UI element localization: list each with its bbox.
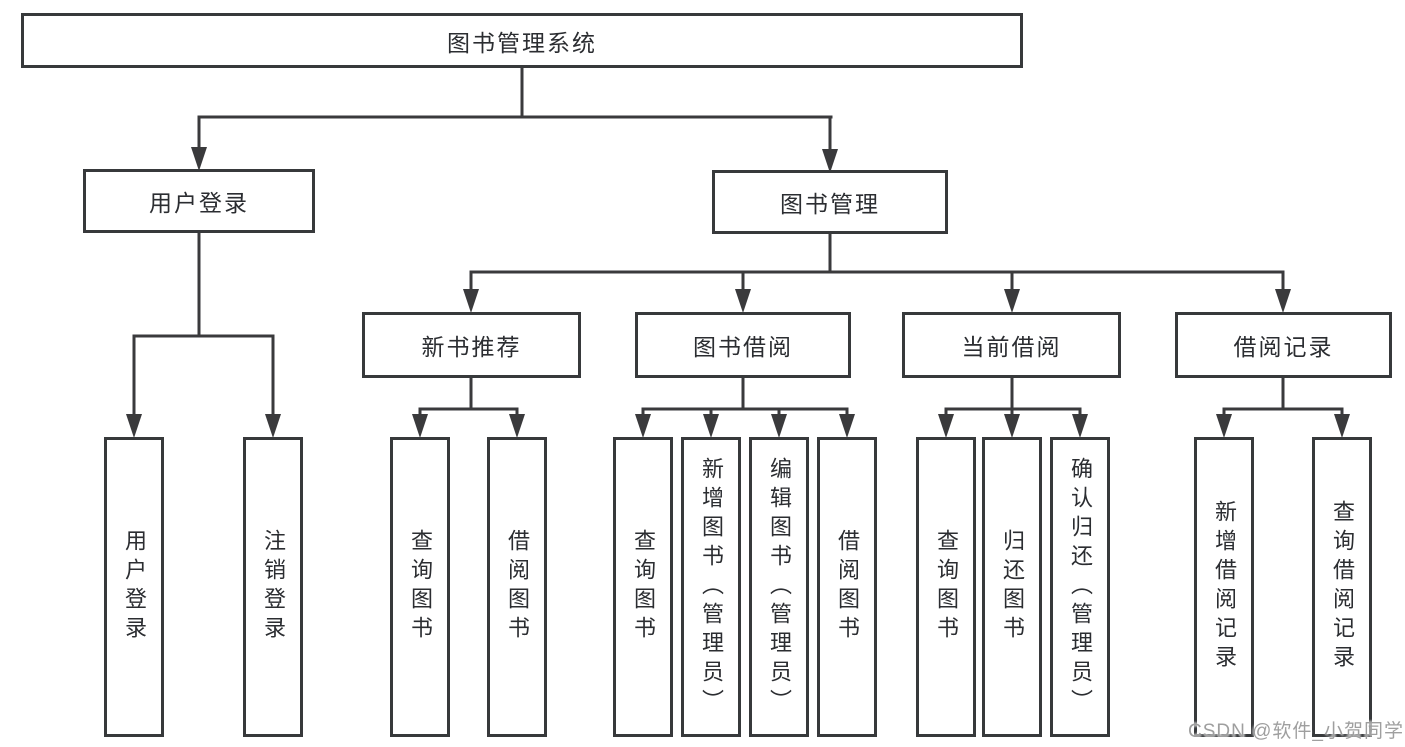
node-new-book-recommend-label: 新书推荐 <box>421 334 522 360</box>
leaf-return-books: 归还图书 <box>982 437 1042 737</box>
leaf-borrow-books-borrow: 借阅图书 <box>817 437 877 737</box>
node-book-management-label: 图书管理 <box>780 191 880 217</box>
node-root-library-system: 图书管理系统 <box>21 13 1023 68</box>
node-new-book-recommend: 新书推荐 <box>362 312 581 378</box>
node-current-borrow-label: 当前借阅 <box>961 334 1062 360</box>
node-book-management: 图书管理 <box>712 170 948 234</box>
leaf-borrow-books-recommend: 借阅图书 <box>487 437 547 737</box>
leaf-borrow-books-recommend-label: 借阅图书 <box>505 529 530 645</box>
leaf-query-books-borrow: 查询图书 <box>613 437 673 737</box>
leaf-query-books-recommend-label: 查询图书 <box>408 529 433 645</box>
leaf-borrow-books-borrow-label: 借阅图书 <box>835 529 860 645</box>
csdn-watermark: CSDN @软件_小贺同学 <box>1188 721 1404 742</box>
leaf-add-borrow-record: 新增借阅记录 <box>1194 437 1254 737</box>
leaf-add-borrow-record-label: 新增借阅记录 <box>1212 500 1237 674</box>
leaf-user-login: 用户登录 <box>104 437 164 737</box>
leaf-return-books-label: 归还图书 <box>1000 529 1025 645</box>
node-current-borrow: 当前借阅 <box>902 312 1121 378</box>
leaf-user-login-label: 用户登录 <box>122 529 147 645</box>
node-root-label: 图书管理系统 <box>447 29 597 56</box>
node-book-borrow: 图书借阅 <box>635 312 851 378</box>
leaf-edit-books-admin: 编辑图书（管理员） <box>749 437 809 737</box>
node-book-borrow-label: 图书借阅 <box>693 334 793 360</box>
node-user-login-label: 用户登录 <box>149 190 249 216</box>
leaf-query-borrow-record: 查询借阅记录 <box>1312 437 1372 737</box>
node-borrow-records: 借阅记录 <box>1175 312 1392 378</box>
leaf-query-borrow-record-label: 查询借阅记录 <box>1330 500 1355 674</box>
arrowhead-icons <box>126 147 1350 438</box>
leaf-edit-books-admin-label: 编辑图书（管理员） <box>767 456 792 718</box>
leaf-logout: 注销登录 <box>243 437 303 737</box>
leaf-logout-label: 注销登录 <box>261 529 286 645</box>
leaf-query-books-current: 查询图书 <box>916 437 976 737</box>
leaf-add-books-admin: 新增图书（管理员） <box>681 437 741 737</box>
leaf-confirm-return-admin-label: 确认归还（管理员） <box>1068 456 1093 718</box>
leaf-query-books-borrow-label: 查询图书 <box>631 529 656 645</box>
leaf-query-books-current-label: 查询图书 <box>934 529 959 645</box>
leaf-query-books-recommend: 查询图书 <box>390 437 450 737</box>
node-borrow-records-label: 借阅记录 <box>1233 334 1334 360</box>
leaf-add-books-admin-label: 新增图书（管理员） <box>699 456 724 718</box>
node-user-login: 用户登录 <box>83 169 315 233</box>
leaf-confirm-return-admin: 确认归还（管理员） <box>1050 437 1110 737</box>
